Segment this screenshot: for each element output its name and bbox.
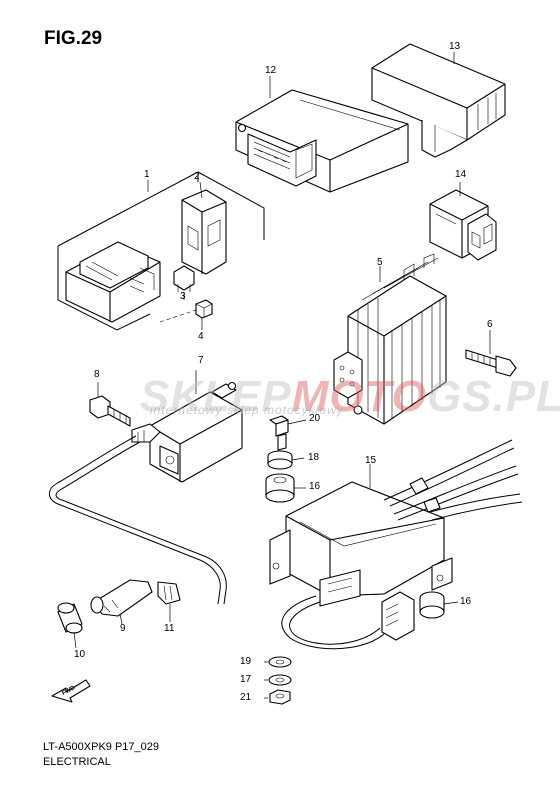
callout-1: 1 xyxy=(144,169,150,180)
spark-plug-cap-part xyxy=(90,579,153,617)
relay-group-box xyxy=(57,171,265,331)
footer-model-code: LT-A500XPK9 P17_029 xyxy=(43,741,159,753)
callout-18: 18 xyxy=(308,452,320,463)
washer-part-19 xyxy=(268,656,292,668)
bolt-part-20 xyxy=(269,415,289,451)
bolt-part-6 xyxy=(465,349,517,377)
callout-15: 15 xyxy=(365,455,377,466)
ignition-coil-part xyxy=(131,381,243,483)
leader-lines xyxy=(73,52,491,699)
grommet-part-16-upper xyxy=(265,473,295,503)
callout-17: 17 xyxy=(240,674,252,685)
spacer-part-18 xyxy=(267,450,293,470)
fuse-part xyxy=(173,265,195,292)
callout-21: 21 xyxy=(240,692,252,703)
nut-part-21 xyxy=(269,689,291,705)
callout-16-right: 16 xyxy=(460,596,472,607)
callout-5: 5 xyxy=(377,257,383,268)
washer-part-17 xyxy=(268,674,292,686)
wire-connector xyxy=(381,591,415,641)
callout-16-upper: 16 xyxy=(309,481,321,492)
forward-arrow-icon xyxy=(51,679,91,703)
watermark-part-a: SKLEP xyxy=(140,372,292,421)
high-tension-wire xyxy=(49,435,227,605)
bolt-part-4 xyxy=(159,299,213,323)
callout-14: 14 xyxy=(455,169,467,180)
control-unit-part xyxy=(269,439,523,650)
watermark-tagline: internetowy sklep motocyklowy xyxy=(150,403,344,417)
watermark-part-b: MOTO xyxy=(291,372,427,421)
bolt-part-8 xyxy=(89,395,131,427)
callout-8: 8 xyxy=(94,369,100,380)
watermark-brand: SKLEPMOTOGS.PL xyxy=(140,372,560,422)
callout-19: 19 xyxy=(240,656,252,667)
callout-9: 9 xyxy=(120,623,126,634)
ecm-unit-part xyxy=(235,89,409,193)
callout-3: 3 xyxy=(180,291,186,302)
watermark-part-c: GS.PL xyxy=(426,372,560,421)
starter-relay-part xyxy=(65,241,161,323)
callout-4: 4 xyxy=(198,331,204,342)
callout-12: 12 xyxy=(265,65,277,76)
figure-title: FIG.29 xyxy=(44,28,103,49)
callout-11: 11 xyxy=(164,623,175,634)
callout-13: 13 xyxy=(449,41,461,52)
cap-part-10 xyxy=(57,602,83,634)
callout-2: 2 xyxy=(194,171,200,182)
relay-part-14 xyxy=(429,189,497,261)
callout-7: 7 xyxy=(198,355,204,366)
grommet-part-16-right xyxy=(419,591,445,619)
ecm-cover-part xyxy=(371,43,506,158)
callout-6: 6 xyxy=(487,319,493,330)
callout-10: 10 xyxy=(74,649,86,660)
regulator-rectifier-part xyxy=(333,253,447,425)
fuse-holder-part xyxy=(181,189,227,275)
footer-section-name: ELECTRICAL xyxy=(43,756,111,768)
callout-20: 20 xyxy=(309,413,321,424)
cap-part-11 xyxy=(157,581,181,605)
